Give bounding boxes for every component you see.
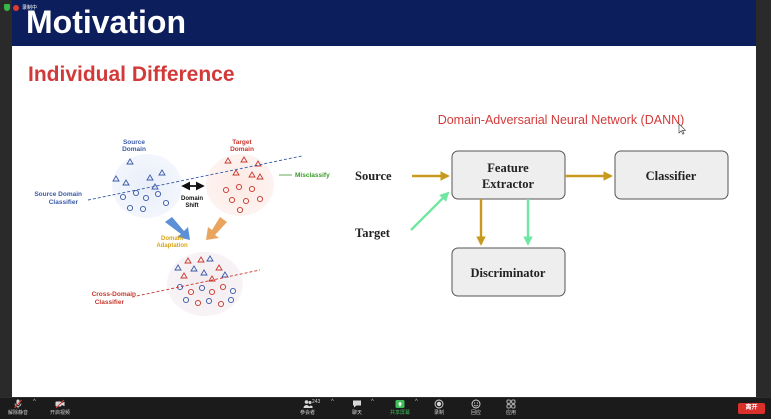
chat-options-caret-icon[interactable]: ^	[371, 399, 374, 405]
domain-adaptation-label-2: Adaptation	[156, 243, 188, 249]
participants-icon	[303, 400, 312, 408]
apps-grid-icon	[506, 399, 516, 409]
discriminator-label: Discriminator	[471, 266, 546, 280]
source-domain-label-2: Domain	[122, 146, 146, 153]
domain-shift-label-1: Domain	[181, 196, 203, 202]
recording-indicator: 录制中	[4, 4, 37, 11]
source-classifier-label-2: Classifier	[49, 199, 79, 206]
record-label: 录制	[434, 410, 445, 416]
discriminator-box	[451, 247, 566, 297]
misclassify-label: Misclassify	[295, 172, 330, 179]
participants-button[interactable]: 243 参会者	[300, 399, 320, 417]
target-domain-label-1: Target	[232, 139, 252, 146]
leave-meeting-button[interactable]: 离开	[738, 403, 765, 414]
reaction-smile-icon	[471, 399, 481, 409]
participant-count: 243	[312, 399, 321, 405]
slide-subtitle: Individual Difference	[28, 63, 235, 86]
dann-title: Domain-Adversarial Neural Network (DANN)	[438, 113, 685, 127]
microphone-muted-icon	[14, 399, 22, 409]
unmute-button[interactable]: 解除静音	[8, 399, 28, 417]
source-samples	[112, 158, 170, 213]
unmute-label: 解除静音	[8, 410, 29, 416]
source-input-label: Source	[355, 169, 392, 183]
slide-header-bar: Motivation	[12, 0, 756, 46]
security-shield-icon	[4, 4, 10, 11]
slide-title: Motivation	[26, 4, 186, 40]
start-video-button[interactable]: 开启视频	[50, 399, 70, 417]
cross-domain-classifier-line	[131, 269, 261, 298]
source-domain-cluster	[112, 154, 182, 218]
chat-bubble-icon	[353, 400, 361, 408]
record-button[interactable]: 录制	[434, 399, 444, 417]
reactions-label: 回应	[471, 410, 482, 416]
recording-dot-icon	[13, 4, 19, 11]
classifier-label: Classifier	[646, 169, 697, 183]
chat-button[interactable]: 聊天	[352, 399, 362, 417]
start-video-label: 开启视频	[50, 410, 71, 416]
mouse-cursor-icon	[678, 123, 687, 135]
cross-domain-label-2: Classifier	[95, 299, 125, 306]
recording-label: 录制中	[22, 4, 38, 11]
source-domain-classifier-line	[87, 155, 303, 201]
video-off-icon	[55, 399, 65, 409]
reactions-button[interactable]: 回应	[471, 399, 481, 417]
participants-label: 参会者	[300, 410, 316, 416]
source-domain-label-1: Source	[123, 139, 145, 146]
apps-button[interactable]: 应用	[506, 399, 516, 417]
feature-extractor-label-2: Extractor	[482, 177, 535, 191]
chat-label: 聊天	[352, 410, 363, 416]
participants-options-caret-icon[interactable]: ^	[331, 399, 334, 405]
source-classifier-label-1: Source Domain	[34, 191, 82, 198]
cross-domain-label-1: Cross-Domain	[92, 291, 136, 298]
share-screen-button[interactable]: 共享屏幕	[390, 399, 410, 417]
share-screen-icon	[395, 400, 405, 408]
target-samples	[222, 156, 264, 214]
audio-options-caret-icon[interactable]: ^	[33, 399, 36, 405]
presentation-slide: Motivation Individual Difference	[12, 0, 756, 397]
feature-extractor-label-1: Feature	[487, 161, 529, 175]
aligned-domain-cluster	[167, 252, 243, 316]
feature-extractor-box	[451, 150, 566, 200]
target-input-label: Target	[355, 226, 391, 240]
shared-screen-area: Motivation Individual Difference	[0, 0, 771, 397]
domain-adaptation-label-1: Domain	[161, 236, 183, 242]
target-to-extractor-arrow	[410, 191, 450, 231]
meeting-toolbar: 解除静音 ^ 开启视频 243 参会者 ^ 聊天 ^ 共享屏幕	[0, 397, 771, 419]
classifier-box	[614, 150, 729, 200]
adaptation-arrow-left	[165, 217, 190, 240]
apps-label: 应用	[506, 410, 517, 416]
adaptation-arrow-right	[206, 217, 227, 240]
target-domain-label-2: Domain	[230, 146, 254, 153]
share-options-caret-icon[interactable]: ^	[415, 399, 418, 405]
record-icon	[434, 399, 444, 409]
slide-figure: Source Domain Target Domain	[34, 113, 729, 316]
share-screen-label: 共享屏幕	[390, 410, 411, 416]
aligned-samples	[174, 255, 237, 308]
domain-shift-label-2: Shift	[185, 203, 198, 209]
